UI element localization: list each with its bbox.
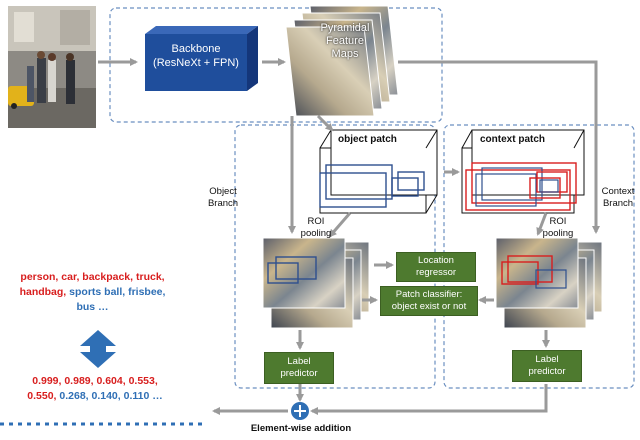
elementwise-addition-label: Element-wise addition [250,423,352,434]
flow-arrows [98,58,600,415]
score-text-1: 0.999, 0.989, 0.604, 0.553, [32,375,158,387]
backbone-label: Backbone (ResNeXt + FPN) [145,42,247,70]
score-text-3: 0.268, 0.140, 0.110 … [59,390,163,402]
label-right-line2: predictor [528,366,566,377]
arrow-ctx-label-to-add [310,384,548,415]
patch-line1: Patch classifier: [395,289,463,300]
class-text-2: handbag, [19,286,70,298]
roi-right-line1: ROI [549,216,567,227]
backbone-label-line1: Backbone [171,43,221,55]
context-branch-label: Context Branch [596,186,640,210]
arrow-maps-to-object-patch [316,114,334,132]
roi-left-line2: pooling [300,228,332,239]
object-patch-label: object patch [338,134,397,145]
label-predictor-left-box: Label predictor [264,352,334,384]
patch-classifier-box: Patch classifier: object exist or not [380,286,478,316]
arrow-object-patch-to-pool [328,212,352,238]
roi-pooling-left-label: ROI pooling [296,216,336,240]
pyramid-label-line2: Feature [326,35,364,47]
object-patch-diagram [319,129,438,214]
roi-pooling-right-label: ROI pooling [538,216,578,240]
location-line2: regressor [415,267,457,278]
context-patch-diagram [461,129,585,214]
pyramid-label-line1: Pyramidal [320,22,370,34]
object-branch-line1: Object [209,186,237,197]
context-pooled-features [495,237,603,329]
object-branch-line2: Branch [207,198,239,209]
pyramidal-feature-maps [285,5,399,117]
elementwise-add-icon [291,402,309,420]
label-predictor-right-box: Label predictor [512,350,582,382]
arrow-context-patch-to-pool [536,212,548,236]
input-street-photo [8,6,96,128]
patch-line2: object exist or not [391,301,467,312]
object-pooled-features [262,237,370,329]
location-line1: Location [418,255,454,266]
score-text-2: 0.550, [27,390,60,402]
roi-right-line2: pooling [542,228,574,239]
location-regressor-box: Location regressor [396,252,476,282]
label-right-line1: Label [535,354,559,365]
class-text-4: bus … [76,301,109,313]
context-branch-line1: Context [601,186,635,197]
score-list: 0.999, 0.989, 0.604, 0.553, 0.550, 0.268… [5,374,185,404]
context-branch-line2: Branch [602,198,634,209]
class-text-3: sports ball, frisbee, [69,286,166,298]
object-branch-label: Object Branch [196,186,250,210]
pyramid-label-line3: Maps [331,48,359,60]
context-patch-label: context patch [480,134,546,145]
class-text-1: person, car, backpack, truck, [20,271,165,283]
backbone-block [145,26,258,91]
label-left-line2: predictor [280,368,318,379]
label-left-line1: Label [287,356,311,367]
roi-left-line1: ROI [307,216,325,227]
double-arrow-icon [80,330,116,368]
arrow-maps-to-context [398,60,600,234]
backbone-label-line2: (ResNeXt + FPN) [153,57,239,69]
pyramid-label: Pyramidal Feature Maps [300,22,390,61]
class-list: person, car, backpack, truck, handbag, s… [10,270,175,315]
backbone-region [109,7,443,123]
